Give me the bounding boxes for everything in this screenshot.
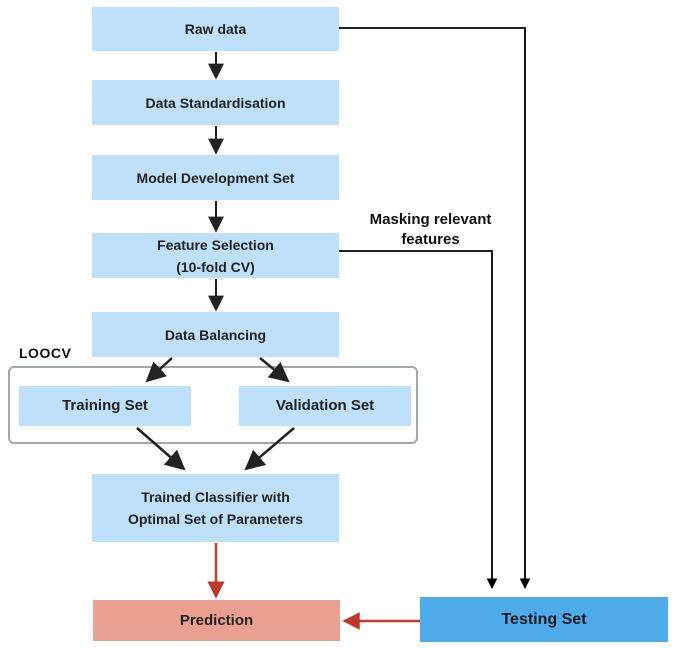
- prediction-label: Prediction: [179, 611, 254, 629]
- data-standardisation-label: Data Standardisation: [145, 94, 286, 111]
- masking-features-label: Masking relevant features: [353, 210, 508, 250]
- arrow-feature-selection-to-testing: [339, 250, 498, 590]
- testing-set-node: Testing Set: [420, 597, 668, 642]
- prediction-node: Prediction: [93, 600, 340, 641]
- training-set-node: Training Set: [19, 386, 191, 426]
- arrow-balancing-to-validation: [259, 357, 290, 383]
- arrow-training-to-trained: [136, 427, 186, 471]
- masking-line2: features: [401, 231, 460, 248]
- testing-set-label: Testing Set: [501, 610, 587, 628]
- training-set-label: Training Set: [62, 397, 148, 414]
- arrow-raw-to-testing: [339, 27, 531, 590]
- data-standardisation-node: Data Standardisation: [92, 80, 339, 125]
- feature-selection-node: Feature Selection (10-fold CV): [92, 233, 339, 278]
- data-balancing-label: Data Balancing: [164, 326, 267, 343]
- raw-data-node: Raw data: [92, 7, 339, 51]
- arrow-balancing-to-training: [145, 357, 173, 383]
- raw-data-label: Raw data: [184, 21, 247, 37]
- loocv-frame: [8, 366, 418, 444]
- validation-set-node: Validation Set: [239, 386, 411, 426]
- feature-selection-cv-label: (10-fold CV): [176, 258, 255, 275]
- trained-classifier-node: Trained Classifier with Optimal Set of P…: [92, 474, 339, 542]
- masking-line1: Masking relevant: [369, 211, 492, 228]
- model-development-set-node: Model Development Set: [92, 155, 339, 200]
- loocv-label: LOOCV: [19, 345, 72, 361]
- feature-selection-label: Feature Selection: [157, 236, 274, 253]
- model-development-set-label: Model Development Set: [136, 169, 295, 186]
- arrow-validation-to-trained: [244, 427, 295, 471]
- optimal-parameters-label: Optimal Set of Parameters: [127, 511, 304, 527]
- trained-classifier-label: Trained Classifier with: [141, 489, 290, 505]
- validation-set-label: Validation Set: [275, 397, 375, 414]
- data-balancing-node: Data Balancing: [92, 312, 339, 357]
